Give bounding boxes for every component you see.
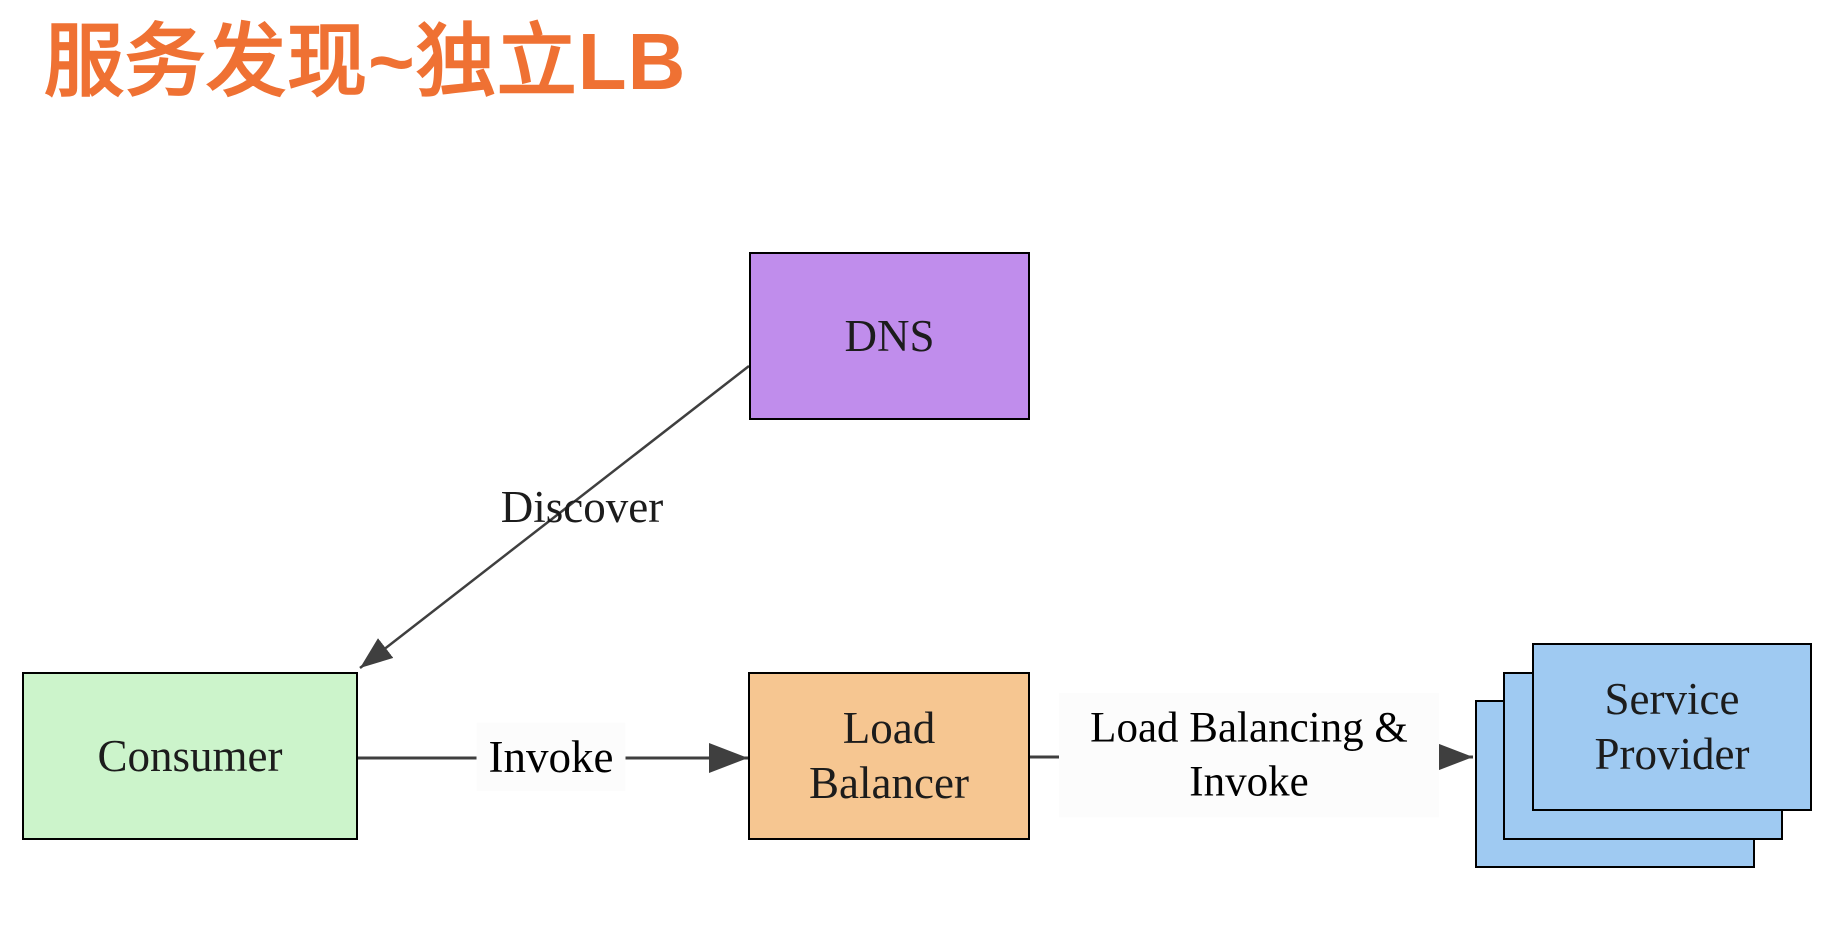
edge-label-discover: Discover [500,481,664,532]
node-dns: DNS [749,252,1030,420]
edge-label-load-balancing-invoke: Load Balancing & Invoke [1059,693,1439,817]
node-load-balancer-label: Load Balancer [809,703,969,808]
edge-discover [359,365,750,669]
node-dns-label: DNS [844,310,935,361]
edge-label-invoke: Invoke [476,722,626,792]
node-service-provider: Service Provider [1532,643,1812,811]
node-load-balancer: Load Balancer [748,672,1030,840]
node-consumer: Consumer [22,672,358,840]
node-service-provider-label: Service Provider [1594,674,1750,779]
node-consumer-label: Consumer [97,730,283,781]
page-title: 服务发现~独立LB [44,17,687,106]
